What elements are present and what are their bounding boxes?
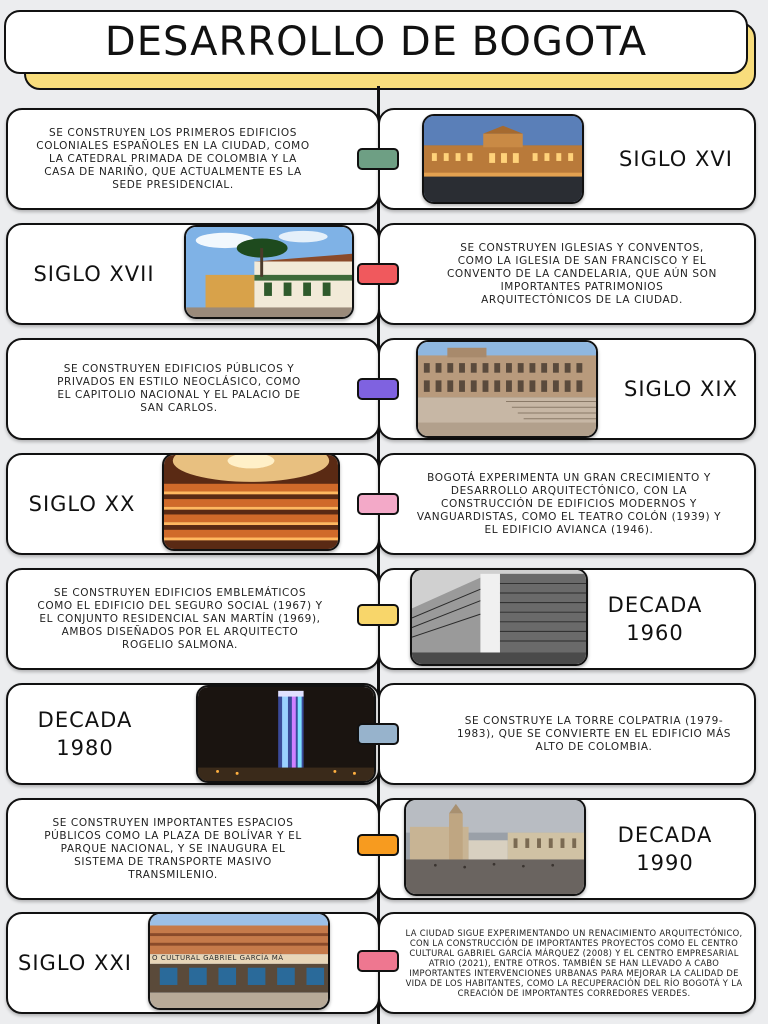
era-label: SIGLO XVI (596, 108, 756, 210)
title-banner: DESARROLLO DE BOGOTA (4, 10, 748, 74)
era-label: SIGLO XIX (606, 338, 756, 440)
description-panel (378, 912, 756, 1014)
era-label: DECADA 1980 (10, 683, 160, 785)
timeline-marker (357, 148, 399, 170)
timeline-marker (357, 263, 399, 285)
era-label: DECADA 1990 (590, 798, 740, 900)
description-panel (6, 568, 380, 670)
page-title: DESARROLLO DE BOGOTA (104, 19, 648, 65)
plaza-de-bolivar-photo (404, 798, 586, 896)
era-description: SE CONSTRUYEN IMPORTANTES ESPACIOS PÚBLI… (44, 816, 302, 881)
description-panel (378, 683, 756, 785)
capitolio-nacional-photo (416, 340, 598, 438)
building-sign: O CULTURAL GABRIEL GARCÍA MÁ (152, 954, 284, 962)
timeline-marker (357, 723, 399, 745)
era-name: SIGLO XXI (18, 951, 132, 975)
era-year: 1990 (636, 851, 694, 875)
description-panel (6, 338, 380, 440)
era-name: SIGLO XIX (624, 377, 738, 401)
timeline-marker (357, 378, 399, 400)
timeline-line (377, 86, 380, 1024)
timeline-row-decada-1980: DECADA 1980 SE CONSTRUYE LA TORRE COLPAT… (0, 683, 768, 785)
description-panel (378, 453, 756, 555)
timeline-marker (357, 834, 399, 856)
torre-colpatria-photo (196, 685, 376, 783)
era-label: SIGLO XXI (0, 912, 150, 1014)
era-label: DECADA 1960 (590, 568, 720, 670)
timeline-row-decada-1990: SE CONSTRUYEN IMPORTANTES ESPACIOS PÚBLI… (0, 798, 768, 900)
era-name: SIGLO XVI (619, 147, 733, 171)
teatro-colon-photo (162, 453, 340, 551)
timeline-marker (357, 950, 399, 972)
description-panel (378, 223, 756, 325)
era-name: SIGLO XVII (33, 262, 155, 286)
seguro-social-photo (410, 568, 588, 666)
era-name: DECADA (37, 708, 133, 732)
timeline-row-siglo-xvi: SE CONSTRUYEN LOS PRIMEROS EDIFICIOS COL… (0, 108, 768, 210)
era-description: SE CONSTRUYEN EDIFICIOS PÚBLICOS Y PRIVA… (57, 363, 301, 414)
timeline-row-siglo-xvii: SIGLO XVII SE CONSTRUYEN IGLESIAS Y CONV… (0, 223, 768, 325)
era-year: 1960 (626, 621, 684, 645)
timeline-row-siglo-xx: SIGLO XX BOGOTÁ EXPERIMENTA UN GRAN CREC… (0, 453, 768, 555)
era-label: SIGLO XX (6, 453, 158, 555)
era-name: DECADA (607, 593, 703, 617)
era-description: BOGOTÁ EXPERIMENTA UN GRAN CRECIMIENTO Y… (416, 471, 722, 536)
era-name: SIGLO XX (28, 492, 136, 516)
timeline-row-siglo-xxi: SIGLO XXI O CULTURAL GABRIEL GARCÍA MÁ L… (0, 912, 768, 1014)
era-description: LA CIUDAD SIGUE EXPERIMENTANDO UN RENACI… (405, 928, 743, 998)
timeline-marker (357, 493, 399, 515)
era-description: SE CONSTRUYEN EDIFICIOS EMBLEMÁTICOS COM… (37, 586, 323, 651)
casa-de-narino-photo (422, 114, 584, 204)
era-description: SE CONSTRUYEN LOS PRIMEROS EDIFICIOS COL… (36, 126, 310, 191)
era-name: DECADA (617, 823, 713, 847)
era-year: 1980 (56, 736, 114, 760)
centro-cultural-garcia-marquez-photo: O CULTURAL GABRIEL GARCÍA MÁ (148, 912, 330, 1010)
description-panel (6, 108, 380, 210)
colonial-street-photo (184, 225, 354, 319)
timeline-row-decada-1960: SE CONSTRUYEN EDIFICIOS EMBLEMÁTICOS COM… (0, 568, 768, 670)
era-description: SE CONSTRUYEN IGLESIAS Y CONVENTOS, COMO… (447, 241, 717, 306)
era-label: SIGLO XVII (6, 223, 182, 325)
timeline-marker (357, 604, 399, 626)
era-description: SE CONSTRUYE LA TORRE COLPATRIA (1979-19… (456, 714, 732, 753)
timeline-row-siglo-xix: SE CONSTRUYEN EDIFICIOS PÚBLICOS Y PRIVA… (0, 338, 768, 440)
